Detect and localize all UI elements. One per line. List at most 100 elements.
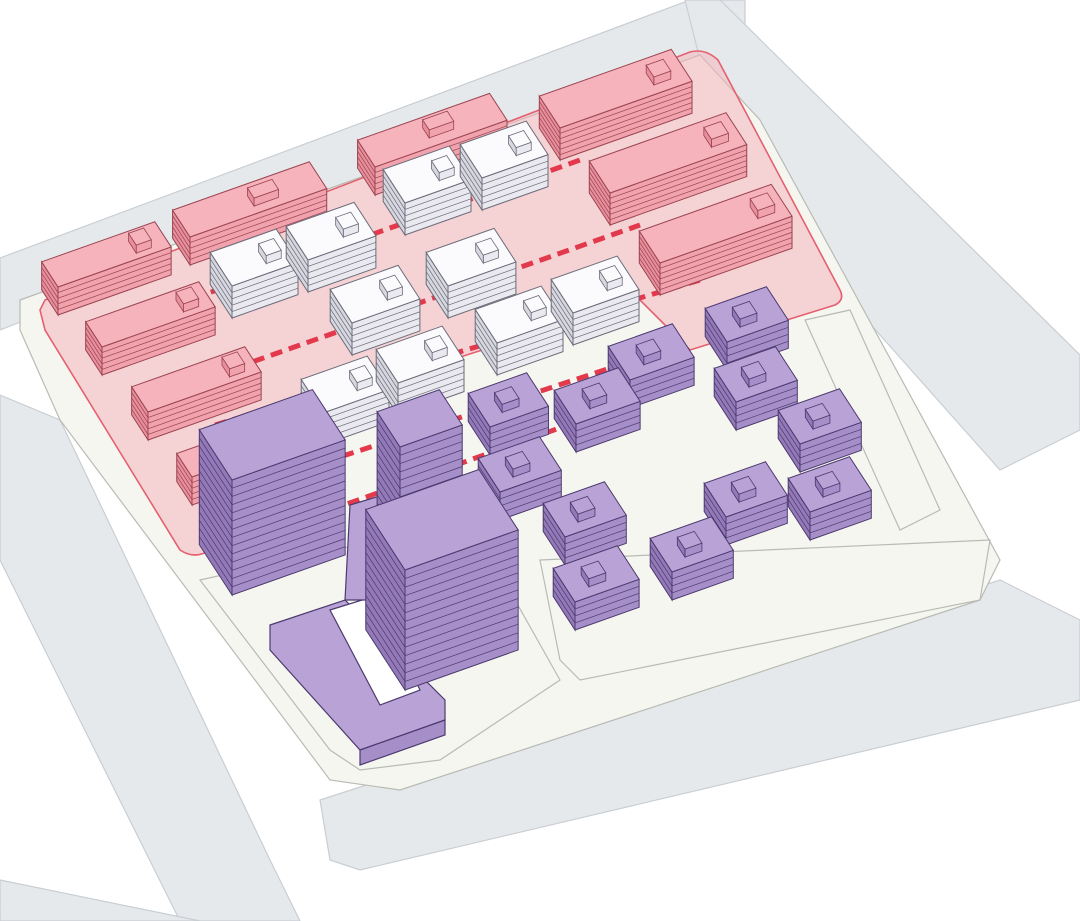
purple-block-8 [542, 481, 628, 567]
purple-block-9-floor-line [703, 497, 788, 532]
white-block-3-floor-line [382, 175, 472, 210]
red-block-4-floor-line [538, 102, 693, 150]
purple-block-5-floor-line [713, 375, 798, 410]
tower-west-floor-line [199, 478, 346, 530]
tower-north-floor-line [376, 444, 463, 481]
tower-west-floor-line [199, 437, 346, 489]
red-block-5-floor-line [588, 160, 747, 210]
white-block-7-floor-line [474, 328, 564, 363]
tower-west [198, 388, 346, 597]
white-block-6-floor-line [425, 258, 517, 293]
white-block-3 [382, 145, 472, 237]
purple-block-11-floor-line [649, 559, 734, 594]
red-block-8-floor-line [131, 382, 262, 424]
white-block-2-roof-unit [335, 211, 359, 230]
road-5 [0, 879, 201, 921]
white-block-8-floor-line [550, 298, 640, 333]
white-block-6-floor-line [425, 265, 517, 300]
red-block-6-roof-unit [749, 192, 776, 212]
white-block-2 [285, 201, 377, 294]
red-block-5-floor-line [588, 165, 747, 215]
red-block-4-floor-line [538, 96, 693, 145]
red-block-4-roof-unit [645, 58, 672, 78]
tower-east-floor-line [365, 535, 519, 597]
purple-block-3-roof-unit [581, 382, 608, 402]
purple-block-12-floor-line [552, 589, 640, 624]
tower-east-floor-line [365, 620, 519, 682]
white-block-1-floor-line [209, 277, 299, 313]
red-block-4-floor-line [538, 107, 693, 156]
white-block-5-floor-line [329, 302, 421, 337]
purple-block-6-roof-unit [804, 402, 831, 422]
red-block-5-floor-line [588, 149, 747, 199]
white-block-2-floor-line [285, 232, 377, 267]
white-block-1-floor-line [209, 265, 299, 300]
purple-block-3 [553, 367, 641, 454]
tower-east-floor-line [365, 569, 519, 631]
purple-block-1 [704, 286, 790, 372]
purple-block-4-floor-line [467, 407, 549, 442]
white-block-4-floor-line [459, 157, 549, 192]
purple-block-4-floor-line [467, 414, 549, 449]
purple-block-10 [787, 456, 873, 542]
purple-block-6-floor-line [777, 424, 862, 459]
tower-north-floor-line [376, 453, 463, 489]
purple-block-8-floor-line [542, 517, 627, 552]
tower-west-floor-line [199, 503, 346, 555]
tower-west-floor-line [199, 536, 346, 588]
tower-east-floor-line [365, 517, 519, 579]
red-block-6-floor-line [638, 242, 793, 291]
tower-north-floor-line [376, 419, 463, 456]
purple-block-10-roof-unit [814, 470, 841, 490]
red-block-4-floor-line [538, 91, 693, 140]
white-block-8-floor-line [550, 285, 640, 320]
dashed-line-1 [174, 157, 581, 308]
white-block-6 [425, 227, 517, 320]
inner-parcel-south [539, 539, 991, 681]
purple-block-11-roof-unit [676, 530, 703, 550]
white-block-4 [459, 120, 549, 212]
red-block-7 [84, 281, 216, 377]
white-block-5-floor-line [329, 295, 421, 330]
white-block-10-floor-line [375, 368, 465, 403]
red-block-1-floor-line [41, 252, 172, 294]
red-block-6-floor-line [638, 231, 793, 280]
white-block-5-roof-unit [379, 274, 403, 293]
purple-block-3-floor-line [553, 404, 641, 439]
purple-block-4 [467, 372, 550, 457]
white-block-7 [474, 285, 564, 377]
white-block-10-floor-line [375, 362, 465, 397]
purple-block-12-floor-line [552, 582, 640, 617]
white-block-1 [209, 228, 299, 320]
purple-block-10-floor-line [787, 492, 872, 527]
purple-block-5-roof-unit [740, 360, 767, 380]
red-block-1-floor-line [41, 268, 172, 310]
purple-block-9-roof-unit [730, 475, 757, 495]
white-block-5-floor-line [329, 314, 421, 350]
red-block-7-floor-line [85, 323, 216, 365]
tower-east-floor-line [365, 577, 519, 639]
white-block-7-floor-line [474, 315, 564, 350]
white-block-2-floor-line [285, 239, 377, 274]
tower-north-floor-line [376, 436, 463, 473]
purple-block-4-floor-line [467, 400, 549, 435]
white-block-5 [329, 264, 421, 357]
tower-east-floor-line [365, 552, 519, 614]
red-block-2-roof-unit [246, 178, 280, 199]
red-block-8-floor-line [131, 388, 262, 430]
red-block-6-floor-line [638, 221, 793, 269]
purple-block-12-floor-line [552, 575, 640, 610]
purple-block-7-roof-unit [504, 450, 531, 470]
purple-block-12-roof-unit [580, 560, 607, 580]
white-block-4-roof-unit [507, 130, 532, 149]
tower-west-floor-line [199, 511, 346, 563]
purple-block-1-floor-line [704, 315, 789, 350]
road-4 [319, 579, 1080, 871]
red-block-8-floor-line [131, 393, 262, 435]
red-block-7-floor-line [85, 328, 216, 370]
white-block-8 [550, 255, 640, 347]
tower-north-floor-line [376, 428, 463, 465]
white-block-7-roof-unit [522, 295, 547, 314]
red-block-7-floor-line [85, 317, 216, 359]
